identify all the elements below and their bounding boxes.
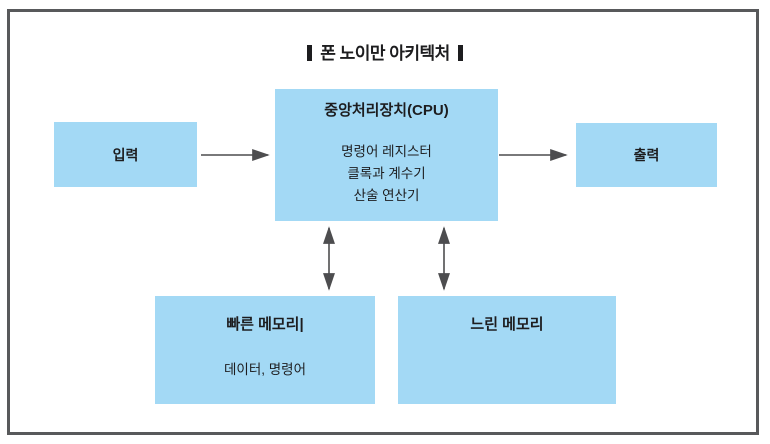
input-box-label: 입력 [112, 146, 139, 163]
slow-memory-title: 느린 메모리 [470, 316, 544, 333]
input-box: 입력 [54, 122, 197, 187]
diagram-title: 폰 노이만 아키텍처 [0, 39, 770, 64]
cpu-box: 중앙처리장치(CPU) 명령어 레지스터 클록과 계수기 산술 연산기 [275, 89, 498, 221]
title-bar-left [307, 45, 313, 61]
fast-memory-detail: 데이터, 명령어 [223, 362, 307, 377]
diagram-frame [7, 9, 759, 435]
cpu-box-title: 중앙처리장치(CPU) [324, 102, 449, 119]
cpu-component-arithmetic-unit: 산술 연산기 [353, 188, 420, 203]
fast-memory-box: 빠른 메모리| 데이터, 명령어 [155, 296, 375, 404]
title-bar-right [457, 45, 463, 61]
diagram-title-text: 폰 노이만 아키텍처 [320, 44, 450, 63]
fast-memory-title: 빠른 메모리| [226, 316, 304, 333]
slow-memory-box: 느린 메모리 [398, 296, 616, 404]
output-box-label: 출력 [633, 147, 660, 163]
cpu-component-instruction-register: 명령어 레지스터 [341, 144, 432, 159]
cpu-component-clock-counter: 클록과 계수기 [347, 166, 426, 181]
cpu-box-components: 명령어 레지스터 클록과 계수기 산술 연산기 [275, 141, 498, 207]
output-box: 출력 [576, 123, 717, 187]
